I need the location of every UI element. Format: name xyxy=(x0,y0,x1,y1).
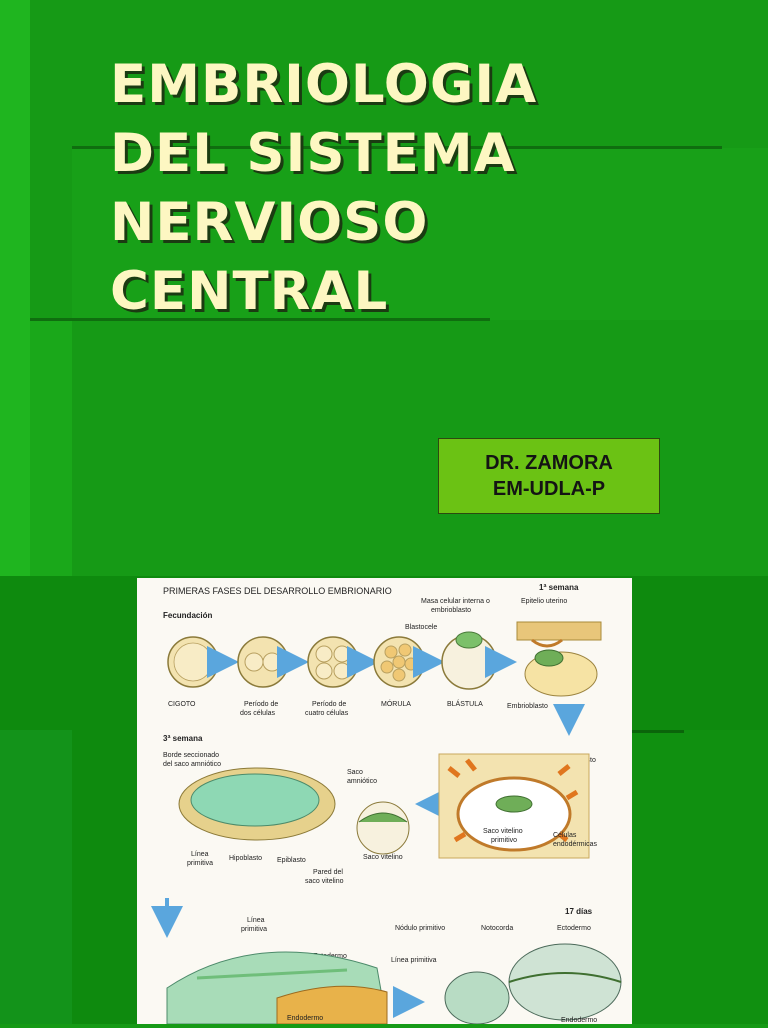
bg-left-inner xyxy=(30,320,72,576)
periodo-dos-2: dos células xyxy=(240,710,276,717)
title-line-4: CENTRAL xyxy=(110,261,389,322)
author-name: DR. ZAMORA xyxy=(485,452,613,474)
notocorda-label: Notocorda xyxy=(481,925,513,932)
cigoto-label: CIGOTO xyxy=(168,701,196,708)
saco-vitelino-label: Saco vitelino xyxy=(363,854,403,861)
epiblasto-label: Epiblasto xyxy=(277,857,306,864)
epitelio-label: Epitelio uterino xyxy=(521,598,567,605)
bilaminar-disc-drawing xyxy=(178,767,336,841)
title-line-1: EMBRIOLOGIA xyxy=(110,54,538,115)
periodo-dos-1: Período de xyxy=(244,701,278,708)
borde-label-2: del saco amniótico xyxy=(163,761,221,768)
masa-label-1: Masa celular interna o xyxy=(421,598,490,605)
hipoblasto-label: Hipoblasto xyxy=(229,855,262,862)
linea-prim-label-2: primitiva xyxy=(241,926,267,933)
bg-left-strip xyxy=(0,0,30,576)
blastula-label: BLÁSTULA xyxy=(447,699,483,708)
ectodermo-right-label: Ectodermo xyxy=(557,925,591,932)
author-affiliation: EM-UDLA-P xyxy=(492,478,606,500)
celulas-label-2: endodérmicas xyxy=(553,841,597,848)
two-cell-stage xyxy=(237,636,289,688)
saco-vitelino-prim-1: Saco vitelino xyxy=(483,828,523,835)
notochord-drawing xyxy=(444,943,622,1025)
endodermo-right-label: Endodermo xyxy=(561,1017,597,1024)
bg-band-line-2 xyxy=(30,318,490,321)
bg-lower-left xyxy=(0,730,72,1024)
amnion-sac-drawing xyxy=(356,801,410,855)
embryology-diagram: PRIMERAS FASES DEL DESARROLLO EMBRIONARI… xyxy=(151,583,622,1025)
morula-label: MÓRULA xyxy=(381,699,411,708)
embrioblasto-label: Embrioblasto xyxy=(507,703,548,710)
endodermo-left-label: Endodermo xyxy=(287,1015,323,1022)
bg-lower-line xyxy=(632,730,684,733)
nodulo-label: Nódulo primitivo xyxy=(395,925,445,932)
slide-title: EMBRIOLOGIA DEL SISTEMA NERVIOSO CENTRAL xyxy=(110,50,670,326)
periodo-cuatro-2: cuatro células xyxy=(305,710,349,717)
linea-primitiva-label: Línea primitiva xyxy=(391,957,437,964)
linea-prim-label-1: Línea xyxy=(247,917,265,924)
cigoto-cell xyxy=(167,636,219,688)
morula-cell xyxy=(373,636,425,688)
pared-label-2: saco vitelino xyxy=(305,878,344,885)
fecundacion-label: Fecundación xyxy=(163,611,212,620)
bg-lower-right xyxy=(632,730,768,1024)
celulas-label-1: Células xyxy=(553,832,577,839)
bg-band-upper xyxy=(72,148,768,320)
implanted-blastocyst-drawing xyxy=(438,753,590,859)
trilaminar-disc-drawing xyxy=(166,951,388,1025)
linea-label-1: Línea xyxy=(191,851,209,858)
title-line-3: NERVIOSO xyxy=(110,192,429,253)
blastocele-label: Blastocele xyxy=(405,624,437,631)
linea-label-2: primitiva xyxy=(187,860,213,867)
saco-vitelino-prim-2: primitivo xyxy=(491,837,517,844)
week3-label: 3ª semana xyxy=(163,734,203,743)
title-line-2: DEL SISTEMA xyxy=(110,123,516,184)
four-cell-stage xyxy=(307,636,359,688)
saco-amniotico-2: amniótico xyxy=(347,778,377,785)
periodo-cuatro-1: Período de xyxy=(312,701,346,708)
saco-amniotico-1: Saco xyxy=(347,769,363,776)
author-box: DR. ZAMORA EM-UDLA-P xyxy=(438,438,660,514)
dias17-label: 17 días xyxy=(565,907,593,916)
embryology-figure: PRIMERAS FASES DEL DESARROLLO EMBRIONARI… xyxy=(137,578,632,1025)
bg-band-line-1 xyxy=(72,146,722,149)
figure-heading: PRIMERAS FASES DEL DESARROLLO EMBRIONARI… xyxy=(163,586,392,596)
blastula-cell xyxy=(441,631,497,690)
masa-label-2: embrioblasto xyxy=(431,607,471,614)
borde-label-1: Borde seccionado xyxy=(163,752,219,759)
implantation-drawing xyxy=(516,621,602,697)
week1-label: 1ª semana xyxy=(539,583,579,592)
pared-label-1: Pared del xyxy=(313,869,343,876)
